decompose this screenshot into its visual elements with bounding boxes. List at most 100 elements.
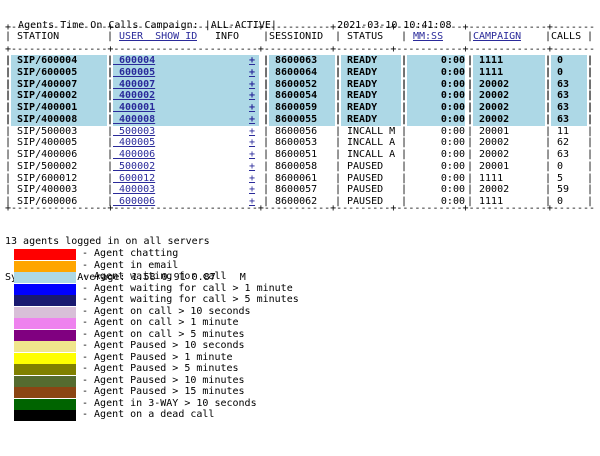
session-id-cell: 8600061 — [269, 172, 318, 184]
legend-swatch — [14, 398, 76, 410]
legend-label: - Agent waiting for call — [82, 271, 227, 282]
time-cell: 0:00 — [407, 66, 465, 79]
info-plus-link[interactable]: + — [249, 125, 256, 137]
user-id-link[interactable]: 400006 — [113, 149, 156, 160]
user-id-link[interactable]: 500002 — [113, 160, 156, 172]
col-user-show-id[interactable]: USER SHOW ID — [119, 31, 198, 42]
legend-label: - Agent Paused > 10 seconds — [82, 340, 245, 351]
agent-row: | SIP/400001| 400001+| 8600059| READY|0:… — [5, 102, 594, 114]
info-plus-link[interactable]: + — [249, 90, 259, 103]
agent-row: | SIP/400003| 400003+| 8600057| PAUSED|0… — [5, 184, 594, 196]
session-id-cell: 8600053 — [269, 137, 318, 149]
info-plus-link[interactable]: + — [249, 172, 256, 184]
user-id-link[interactable]: 600005 — [113, 66, 251, 79]
agent-row: | SIP/600004| 600004+| 8600063| READY|0:… — [5, 55, 594, 67]
info-plus-link[interactable]: + — [249, 196, 256, 207]
calls-cell: 63 — [551, 90, 587, 103]
station-cell: SIP/600005 — [11, 66, 107, 79]
legend-swatch — [14, 260, 76, 272]
legend-swatch — [14, 387, 76, 398]
station-cell: SIP/600012 — [11, 172, 78, 184]
legend-item: - Agent in email — [14, 259, 600, 272]
legend-label: - Agent chatting — [82, 248, 179, 259]
user-id-link[interactable]: 400001 — [113, 102, 251, 114]
station-cell: SIP/500002 — [11, 160, 78, 172]
user-id-link[interactable]: 400008 — [113, 113, 251, 126]
legend-label: - Agent in email — [82, 259, 179, 271]
user-id-link[interactable]: 600006 — [113, 196, 156, 207]
status-cell: READY — [341, 78, 401, 91]
status-cell: READY — [341, 55, 401, 67]
info-plus-link[interactable]: + — [249, 78, 259, 91]
campaign-cell: 20001 — [473, 125, 510, 137]
campaign-cell: 20002 — [473, 102, 545, 114]
legend-item: - Agent chatting — [14, 248, 600, 260]
session-id-cell: 8600058 — [269, 160, 318, 172]
calls-cell: 62 — [551, 137, 570, 149]
agent-row: | SIP/400002| 400002+| 8600054| READY|0:… — [5, 90, 594, 103]
col-calls: CALLS — [551, 31, 582, 42]
legend-label: - Agent Paused > 5 minutes — [82, 363, 239, 374]
info-plus-link[interactable]: + — [249, 149, 256, 160]
session-id-cell: 8600059 — [269, 102, 335, 114]
user-id-link[interactable]: 600004 — [113, 55, 251, 67]
calls-cell: 63 — [551, 149, 570, 160]
legend-label: - Agent waiting for call > 5 minutes — [82, 294, 299, 305]
campaign-filter: |ALL-ACTIVE| — [204, 20, 277, 31]
status-cell: READY — [341, 90, 401, 103]
station-cell: SIP/400008 — [11, 113, 107, 126]
legend-label: - Agent on call > 10 seconds — [82, 305, 251, 317]
campaign-cell: 20002 — [473, 78, 545, 91]
time-cell: 0:00 — [407, 102, 465, 114]
info-plus-link[interactable]: + — [249, 55, 259, 67]
col-campaign[interactable]: CAMPAIGN — [473, 31, 522, 42]
time-cell: 0:00 — [407, 90, 465, 103]
user-id-link[interactable]: 400007 — [113, 78, 251, 91]
col-status: STATUS — [347, 31, 384, 42]
info-plus-link[interactable]: + — [249, 137, 256, 149]
legend-swatch — [14, 329, 76, 341]
session-id-cell: 8600055 — [269, 113, 335, 126]
info-plus-link[interactable]: + — [249, 184, 256, 196]
agent-row: | SIP/400006| 400006+| 8600051| INCALL A… — [5, 149, 594, 160]
time-cell: 0:00 — [440, 184, 465, 196]
legend-item: - Agent in 3-WAY > 10 seconds — [14, 398, 600, 410]
user-id-link[interactable]: 400005 — [113, 137, 156, 149]
legend-swatch — [14, 249, 76, 260]
agent-row: | SIP/600006| 600006+| 8600062| PAUSED|0… — [5, 196, 594, 207]
station-cell: SIP/400006 — [11, 149, 78, 160]
campaign-cell: 1111 — [473, 172, 504, 184]
user-id-link[interactable]: 500003 — [113, 125, 156, 137]
calls-cell: 63 — [551, 78, 587, 91]
info-plus-link[interactable]: + — [249, 102, 259, 114]
legend-swatch — [14, 410, 76, 421]
status-cell: INCALL A — [341, 149, 396, 160]
status-cell: READY — [341, 113, 401, 126]
agent-row: | SIP/500002| 500002+| 8600058| PAUSED|0… — [5, 160, 594, 172]
legend-item: - Agent Paused > 15 minutes — [14, 386, 600, 398]
legend-item: - Agent waiting for call — [14, 271, 600, 283]
table-header: | STATION | USER SHOW ID INFO | SESSIONI… — [5, 31, 594, 42]
station-cell: SIP/400003 — [11, 184, 78, 196]
status-cell: INCALL M — [341, 125, 396, 137]
agent-row: | SIP/600012| 600012+| 8600061| PAUSED|0… — [5, 172, 594, 184]
campaign-cell: 20002 — [473, 90, 545, 103]
report-datetime: 2021-03-10 10:41:08 — [337, 20, 452, 31]
user-id-link[interactable]: 600012 — [113, 172, 156, 184]
campaign-cell: 20002 — [473, 149, 510, 160]
station-cell: SIP/400002 — [11, 90, 107, 103]
calls-cell: 0 — [551, 196, 564, 207]
info-plus-link[interactable]: + — [249, 113, 259, 126]
user-id-link[interactable]: 400002 — [113, 90, 251, 103]
time-cell: 0:00 — [407, 113, 465, 126]
report-header: Agents Time On Calls Campaign: |ALL-ACTI… — [6, 5, 452, 31]
col-mmss[interactable]: MM:SS — [413, 31, 444, 42]
time-cell: 0:00 — [440, 196, 465, 207]
user-id-link[interactable]: 400003 — [113, 184, 156, 196]
info-plus-link[interactable]: + — [249, 66, 259, 79]
legend-item: - Agent Paused > 10 seconds — [14, 340, 600, 352]
legend-item: - Agent on call > 10 seconds — [14, 305, 600, 318]
legend-label: - Agent Paused > 1 minute — [82, 351, 233, 363]
info-plus-link[interactable]: + — [249, 160, 256, 172]
campaign-cell: 20002 — [473, 113, 545, 126]
